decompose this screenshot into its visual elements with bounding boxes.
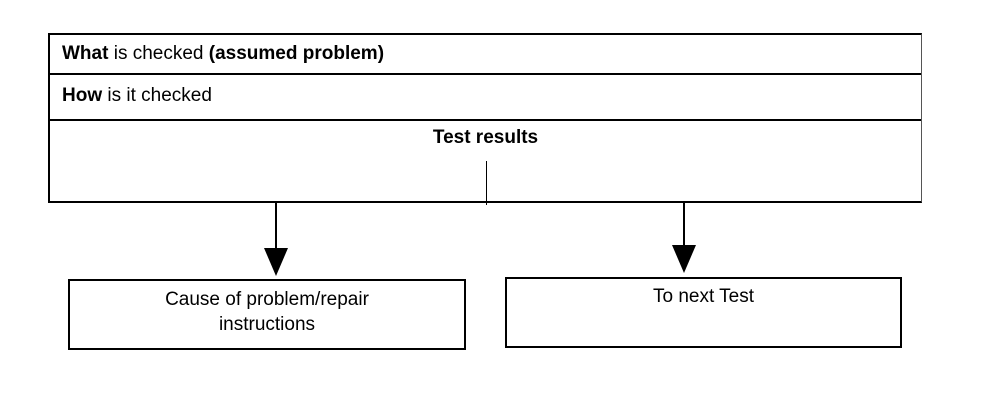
test-procedure-table: What is checked (assumed problem) How is… — [48, 33, 922, 205]
what-is-checked-row: What is checked (assumed problem) — [50, 35, 921, 75]
to-next-test-box: To next Test — [505, 277, 902, 348]
what-is-checked-text: What is checked (assumed problem) — [62, 43, 385, 64]
cause-of-problem-line2: instructions — [218, 314, 316, 335]
to-next-test-label: To next Test — [652, 286, 755, 307]
left-arrow-head — [264, 248, 288, 276]
cause-of-problem-line1: Cause of problem/repair — [165, 289, 369, 310]
test-results-row: Test results — [50, 121, 921, 205]
results-divider-tick — [486, 161, 487, 205]
cause-of-problem-box: Cause of problem/repair instructions — [68, 279, 466, 350]
test-results-label: Test results — [432, 127, 539, 148]
right-arrow-shaft — [683, 201, 685, 248]
how-is-it-checked-row: How is it checked — [50, 75, 921, 121]
left-arrow-shaft — [275, 201, 277, 251]
right-arrow-head — [672, 245, 696, 273]
how-is-it-checked-text: How is it checked — [62, 85, 212, 106]
